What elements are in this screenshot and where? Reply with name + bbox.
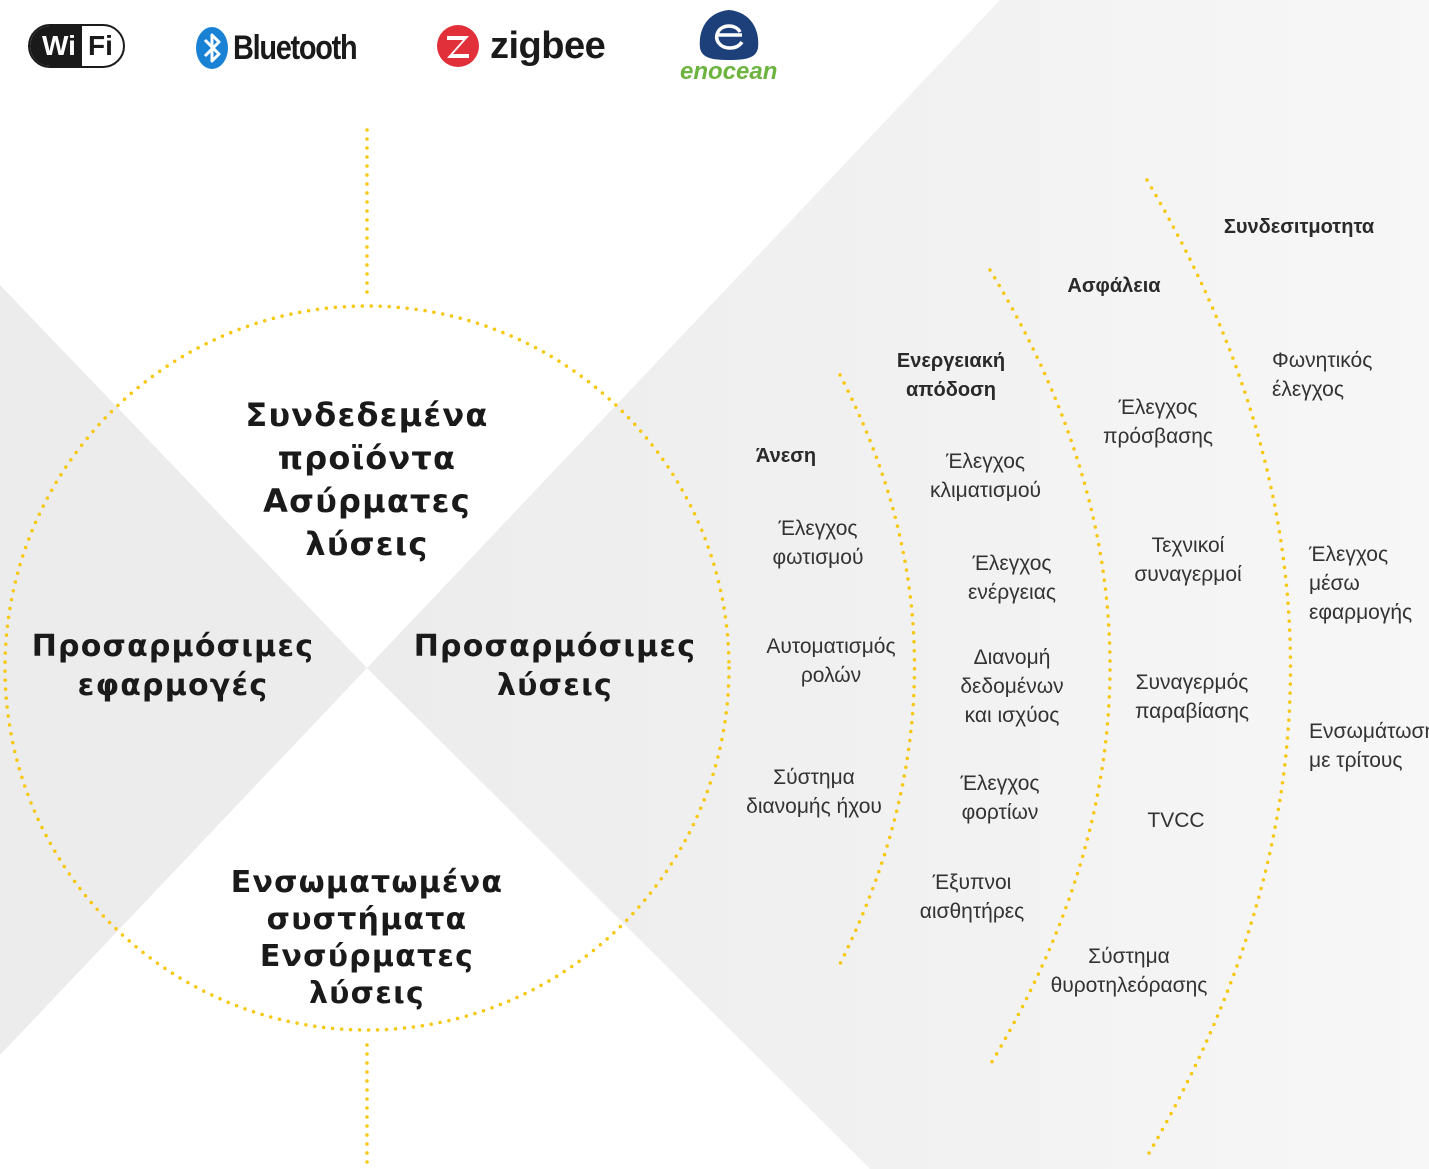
arc-security bbox=[1143, 178, 1293, 1162]
energy-item-distribution: Διανομή δεδομένων και ισχύος bbox=[960, 646, 1064, 727]
security-item-tvcc: TVCC bbox=[1147, 809, 1205, 832]
enocean-icon bbox=[699, 10, 758, 60]
circle-right-label: Προσαρμόσιμες λύσεις bbox=[413, 629, 697, 703]
wifi-logo: Wi Fi bbox=[28, 24, 125, 68]
circle-bottom-label: Ενσωματωμένα συστήματα Ενσύρματες λύσεις bbox=[230, 865, 504, 1011]
connectivity-item-third-party: Ενσωμάτωση με τρίτους bbox=[1309, 720, 1429, 772]
enocean-wordmark: enocean bbox=[680, 58, 778, 85]
energy-item-energy: Έλεγχος ενέργειας bbox=[968, 552, 1056, 604]
arc-comfort bbox=[836, 373, 917, 970]
comfort-item-audio: Σύστημα διανομής ήχου bbox=[746, 766, 882, 818]
energy-item-sensors: Έξυπνοι αισθητήρες bbox=[919, 871, 1025, 923]
circle-left-label: Προσαρμόσιμες εφαρμογές bbox=[31, 629, 315, 703]
comfort-item-lighting: Έλεγχος φωτισμού bbox=[772, 517, 864, 569]
security-heading: Ασφάλεια bbox=[1067, 275, 1161, 297]
bluetooth-logo: Bluetooth bbox=[195, 26, 378, 70]
zigbee-logo: zigbee bbox=[436, 24, 606, 68]
comfort-item-shutters: Αυτοματισμός ρολών bbox=[766, 635, 896, 687]
zigbee-wordmark: zigbee bbox=[490, 24, 606, 67]
right-shade-band bbox=[367, 0, 1429, 1169]
arc-energy bbox=[988, 268, 1112, 1067]
energy-item-loads: Έλεγχος φορτίων bbox=[960, 772, 1040, 824]
wifi-logo-right: Fi bbox=[87, 30, 113, 61]
left-shade-wedge bbox=[0, 285, 367, 1055]
energy-heading: Ενεργειακή απόδοση bbox=[896, 350, 1006, 401]
circle-top-label: Συνδεδεμένα προϊόντα Ασύρματες λύσεις bbox=[245, 396, 489, 563]
security-item-intercom: Σύστημα θυροτηλεόρασης bbox=[1050, 945, 1208, 997]
comfort-heading: Άνεση bbox=[755, 445, 817, 467]
connectivity-item-voice: Φωνητικός έλεγχος bbox=[1272, 349, 1373, 401]
wifi-logo-left: Wi bbox=[30, 26, 82, 66]
bluetooth-icon bbox=[196, 27, 228, 69]
security-item-technical-alarms: Τεχνικοί συναγερμοί bbox=[1134, 534, 1242, 586]
energy-item-climate: Έλεγχος κλιματισμού bbox=[929, 450, 1042, 502]
bluetooth-wordmark: Bluetooth bbox=[233, 28, 358, 67]
connectivity-heading: Συνδεσιτμοτητα bbox=[1223, 216, 1375, 238]
enocean-logo: enocean bbox=[680, 8, 777, 86]
center-dotted-circle bbox=[3, 304, 731, 1032]
security-item-access: Έλεγχος πρόσβασης bbox=[1102, 396, 1214, 448]
security-item-intrusion: Συναγερμός παραβίασης bbox=[1134, 671, 1250, 723]
connectivity-item-app: Έλεγχος μέσω εφαρμογής bbox=[1309, 543, 1413, 624]
zigbee-icon bbox=[437, 25, 479, 67]
